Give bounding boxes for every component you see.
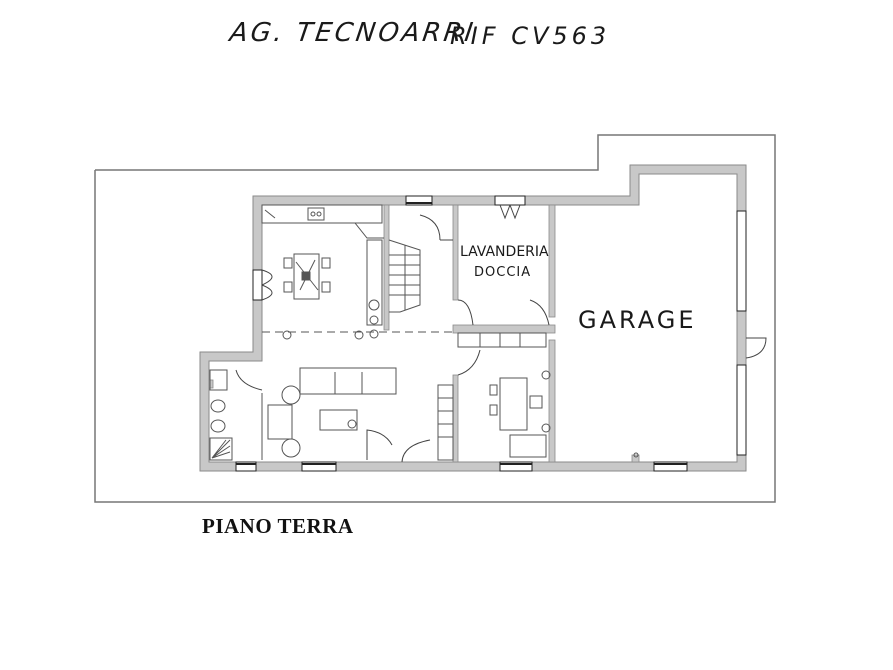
- study-furniture: [457, 332, 547, 458]
- staircase: [388, 239, 454, 461]
- lot-boundary: [94, 134, 776, 503]
- exterior-walls: [199, 164, 747, 472]
- bathroom-fixtures: [209, 369, 233, 461]
- room-label-garage: GARAGE: [578, 306, 697, 334]
- reference-handwritten-note: RIF CV563: [450, 22, 611, 50]
- room-label-laundry: LAVANDERIA: [460, 244, 549, 260]
- windows: [235, 195, 747, 472]
- floor-title: PIANO TERRA: [202, 514, 354, 538]
- door-swings: [235, 204, 767, 463]
- light-fixtures: [282, 329, 639, 458]
- room-label-shower: DOCCIA: [474, 265, 532, 280]
- interior-walls: [208, 204, 640, 463]
- kitchen-furniture: [261, 204, 384, 326]
- living-furniture: [261, 367, 397, 460]
